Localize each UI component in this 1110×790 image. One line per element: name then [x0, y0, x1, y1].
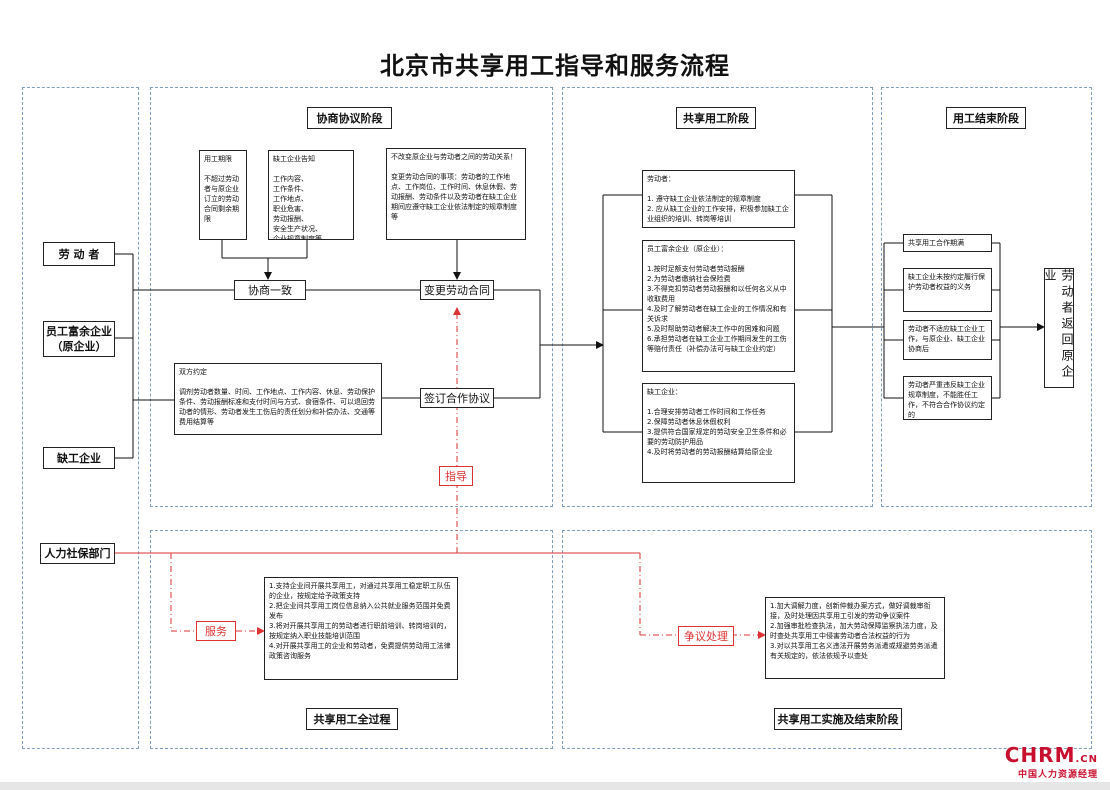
sign-agreement-node: 签订合作协议 — [420, 388, 494, 408]
worker-duties-box: 劳动者： 1. 遵守缺工企业依法制定的规章制度 2. 应从缺工企业的工作安排，积… — [642, 170, 795, 228]
surplus-duties-box: 员工富余企业（原企业）： 1.按时足额支付劳动者劳动报酬 2.为劳动者缴纳社会保… — [642, 240, 795, 372]
return-original-node: 劳动者返回原企业 — [1043, 268, 1074, 388]
end-region — [881, 87, 1092, 507]
process-region — [150, 530, 553, 749]
stage-negotiation-label: 协商协议阶段 — [307, 107, 392, 129]
implementation-region — [562, 530, 1092, 749]
end-reason-2: 缺工企业未按约定履行保护劳动者权益的义务 — [903, 268, 992, 312]
logo-sub-text: 中国人力资源经理 — [1017, 770, 1098, 780]
actor-hr-department: 人力社保部门 — [40, 543, 115, 564]
actor-shortage-enterprise: 缺工企业 — [43, 447, 115, 469]
actor-worker: 劳 动 者 — [43, 242, 115, 266]
stage-end-label: 用工结束阶段 — [946, 107, 1026, 129]
stage-process-label: 共享用工全过程 — [306, 708, 398, 730]
end-reason-3: 劳动者不适应缺工企业工作，与原企业、缺工企业协商后 — [903, 320, 992, 360]
end-reason-1: 共享用工合作期满 — [903, 234, 992, 252]
consensus-node: 协商一致 — [234, 280, 306, 300]
bottom-bar — [0, 782, 1110, 790]
stage-employment-label: 共享用工阶段 — [676, 107, 756, 129]
no-change-box: 不改变原企业与劳动者之间的劳动关系！ 变更劳动合同的事项：劳动者的工作地点、工作… — [386, 148, 526, 240]
change-contract-node: 变更劳动合同 — [420, 280, 494, 300]
service-text-box: 1.支持企业间开展共享用工，对通过共享用工稳定职工队伍的企业，按规定给予政策支持… — [264, 577, 458, 680]
actor-surplus-enterprise: 员工富余企业 （原企业） — [43, 321, 115, 357]
chrm-logo: CHRM.CN 中国人力资源经理 — [1005, 743, 1098, 780]
employment-region — [562, 87, 873, 507]
service-node: 服务 — [196, 621, 236, 641]
notify-box: 缺工企业告知 工作内容、 工作条件、 工作地点、 职业危害、 劳动报酬、 安全生… — [268, 150, 354, 240]
dispute-node: 争议处理 — [678, 626, 734, 646]
logo-main-text: CHRM.CN — [1004, 743, 1098, 767]
page-title: 北京市共享用工指导和服务流程 — [380, 51, 730, 80]
negotiation-region — [150, 87, 553, 507]
end-reason-4: 劳动者严重违反缺工企业规章制度，不能胜任工作，不符合合作协议约定的 — [903, 376, 992, 420]
actors-column — [22, 87, 139, 749]
bilateral-agreement-box: 双方约定 调剂劳动者数量、时间、工作地点、工作内容、休息、劳动保护条件、劳动报酬… — [174, 363, 382, 435]
shortage-duties-box: 缺工企业： 1.合理安排劳动者工作时间和工作任务 2.保障劳动者休息休假权利 3… — [642, 383, 795, 483]
term-box: 用工期限 不超过劳动者与原企业订立的劳动合同剩余期限 — [199, 150, 247, 240]
guide-node: 指导 — [439, 466, 473, 486]
dispute-text-box: 1.加大调解力度，创新仲裁办案方式，做好调裁审衔接，及时处理因共享用工引发的劳动… — [765, 597, 945, 679]
stage-implementation-label: 共享用工实施及结束阶段 — [774, 708, 902, 730]
